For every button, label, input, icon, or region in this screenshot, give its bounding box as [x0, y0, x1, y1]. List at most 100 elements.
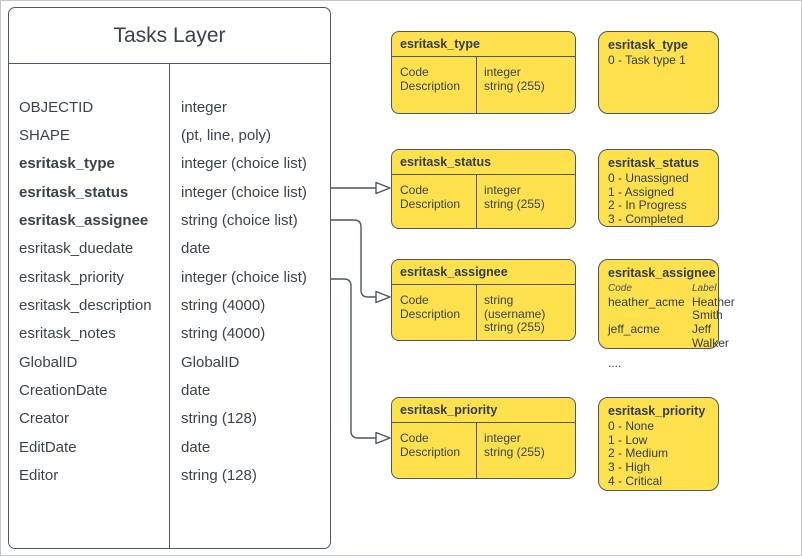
column-divider — [476, 175, 477, 228]
legend-item: 0 - Task type 1 — [608, 52, 686, 67]
field-type: string (128) — [181, 467, 257, 485]
tasks-layer-table: Tasks Layer OBJECTID integer SHAPE (pt, li… — [8, 7, 331, 549]
legend-item: 3 - Completed — [608, 212, 684, 227]
field-name: Code — [400, 65, 429, 79]
field-name: SHAPE — [19, 127, 70, 145]
table-row: esritask_priority integer (choice list) — [9, 263, 330, 291]
table-row: Editor string (128) — [9, 461, 330, 489]
field-name: esritask_description — [19, 297, 152, 315]
table-row: SHAPE (pt, line, poly) — [9, 121, 330, 149]
legend-item: 2 - Medium — [608, 446, 669, 461]
legend-more-indicator: .... — [608, 355, 622, 370]
field-type: integer — [484, 183, 521, 197]
legend-title: esritask_type — [608, 38, 688, 52]
table-row: esritask_status integer (choice list) — [9, 178, 330, 206]
connector-esritask_priority — [331, 278, 376, 439]
field-name: CreationDate — [19, 382, 108, 400]
table-row: OBJECTID integer — [9, 93, 330, 121]
field-type: integer (choice list) — [181, 183, 307, 201]
legend-title: esritask_status — [608, 156, 700, 170]
field-type: string (255) — [484, 444, 545, 459]
legend-item: 1 - Low — [608, 432, 648, 447]
tasks-layer-title: Tasks Layer — [9, 8, 330, 64]
field-type: string (255) — [484, 320, 545, 334]
field-name: esritask_assignee — [19, 212, 149, 230]
connector-esritask_assignee — [331, 219, 376, 298]
legend-title: esritask_assignee — [608, 266, 716, 280]
table-row: EditDate date — [9, 433, 330, 461]
field-type: string (255) — [484, 78, 545, 93]
field-table-title: esritask_type — [392, 32, 575, 57]
field-name: esritask_status — [19, 183, 129, 201]
field-name: Code — [400, 183, 429, 197]
field-type: integer (choice list) — [181, 155, 307, 173]
table-row: esritask_duedate date — [9, 235, 330, 263]
field-type: integer — [484, 65, 521, 79]
column-divider — [169, 64, 170, 548]
field-type: date — [181, 438, 211, 456]
field-type: string (4000) — [181, 297, 266, 315]
field-name: Description — [400, 196, 461, 211]
legend-col-header-label: Label — [692, 282, 717, 294]
field-name: Editor — [19, 467, 59, 485]
field-type: string (choice list) — [181, 212, 298, 230]
table-row: esritask_notes string (4000) — [9, 320, 330, 348]
field-name: EditDate — [19, 438, 77, 456]
field-name: OBJECTID — [19, 98, 94, 116]
arrowhead-priority — [375, 431, 391, 445]
legend-esritask-priority: esritask_priority 0 - None 1 - Low 2 - M… — [598, 397, 719, 491]
field-name: esritask_priority — [19, 268, 125, 286]
legend-item: 1 - Assigned — [608, 184, 675, 199]
field-table-title: esritask_priority — [392, 398, 575, 423]
legend-esritask-assignee: esritask_assignee Code Label heather_acm… — [598, 259, 735, 370]
legend-item: 4 - Critical — [608, 473, 663, 488]
field-type: (pt, line, poly) — [181, 127, 272, 145]
arrowhead-status — [375, 181, 391, 195]
table-row: GlobalID GlobalID — [9, 348, 330, 376]
field-type: integer (choice list) — [181, 268, 307, 286]
legend-entry-label: Jeff Walker — [692, 322, 729, 350]
field-type: string (username) — [484, 293, 546, 321]
field-name: GlobalID — [19, 353, 78, 371]
legend-title: esritask_priority — [608, 404, 706, 418]
field-type: string (128) — [181, 410, 257, 428]
field-type: string (4000) — [181, 325, 266, 343]
field-name: Creator — [19, 410, 70, 428]
legend-item: 3 - High — [608, 460, 651, 475]
field-type: integer — [181, 98, 227, 116]
field-name: Description — [400, 444, 461, 459]
field-type: string (255) — [484, 196, 545, 211]
legend-esritask-type: esritask_type 0 - Task type 1 — [598, 31, 719, 114]
table-row: esritask_type integer (choice list) — [9, 150, 330, 178]
field-table-title: esritask_status — [392, 150, 575, 175]
field-type: date — [181, 382, 211, 400]
field-name: esritask_type — [19, 155, 115, 173]
legend-entry-code: jeff_acme — [608, 322, 660, 337]
field-rows: OBJECTID integer SHAPE (pt, line, poly) es… — [9, 93, 330, 490]
column-divider — [476, 57, 477, 113]
field-name: esritask_notes — [19, 325, 116, 343]
field-type: GlobalID — [181, 353, 240, 371]
legend-item: 0 - None — [608, 418, 655, 433]
column-divider — [476, 423, 477, 478]
table-row: Creator string (128) — [9, 405, 330, 433]
table-row: esritask_assignee string (choice list) — [9, 206, 330, 234]
field-table-title: esritask_assignee — [392, 260, 575, 285]
field-name: Description — [400, 78, 461, 93]
field-name: esritask_duedate — [19, 240, 134, 258]
field-type: integer — [484, 431, 521, 445]
legend-col-header-code: Code — [608, 282, 632, 294]
table-row: CreationDate date — [9, 376, 330, 404]
legend-item: 2 - In Progress — [608, 198, 687, 213]
arrowhead-assignee — [375, 290, 391, 304]
table-row: esritask_description string (4000) — [9, 291, 330, 319]
field-name: Code — [400, 431, 429, 445]
legend-item: 0 - Unassigned — [608, 170, 689, 185]
field-type: date — [181, 240, 211, 258]
legend-entry-label: Heather Smith — [692, 294, 735, 323]
